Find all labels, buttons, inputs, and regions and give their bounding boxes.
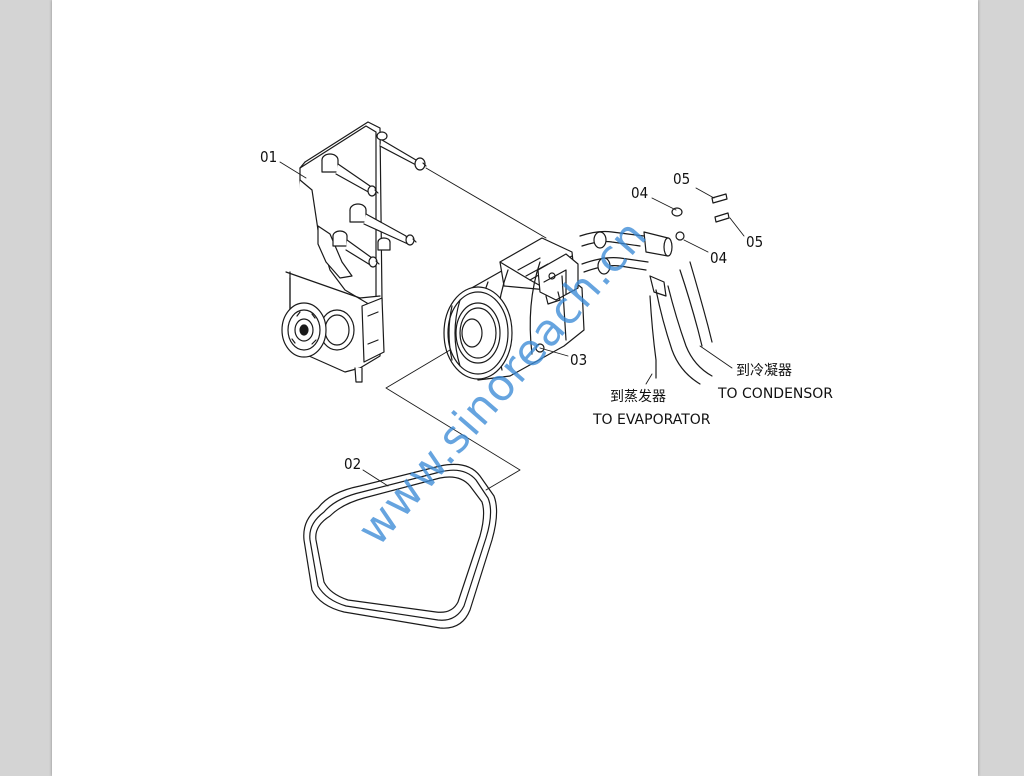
callout-01: 01 [260,148,277,166]
caption-condenser-en: TO CONDENSOR [717,386,833,402]
callout-05-bottom: 05 [746,233,763,251]
callout-03: 03 [570,351,587,369]
viewer-left-gutter [0,0,52,776]
fitting-parts [671,193,730,241]
caption-evaporator-cn: 到蒸发器 [610,389,666,405]
viewer-right-gutter [978,0,1024,776]
hoses [579,230,713,385]
parts-diagram: 01 02 03 04 04 05 05 到蒸发器 TO EVAPORATOR … [260,121,833,629]
callout-leaders [279,161,745,487]
belt-02 [303,463,498,629]
callout-04-top: 04 [631,184,648,202]
bracket-01 [281,121,427,383]
caption-condenser-cn: 到冷凝器 [736,363,792,379]
leader-bracket-compressor [425,167,547,239]
callout-04-bottom: 04 [710,249,727,267]
callout-02: 02 [344,455,361,473]
document-page: 01 02 03 04 04 05 05 到蒸发器 TO EVAPORATOR … [52,0,978,776]
caption-evaporator-en: TO EVAPORATOR [592,412,711,428]
belt-projection-lines [385,349,521,491]
compressor-03 [443,237,585,381]
callout-05-top: 05 [673,170,690,188]
